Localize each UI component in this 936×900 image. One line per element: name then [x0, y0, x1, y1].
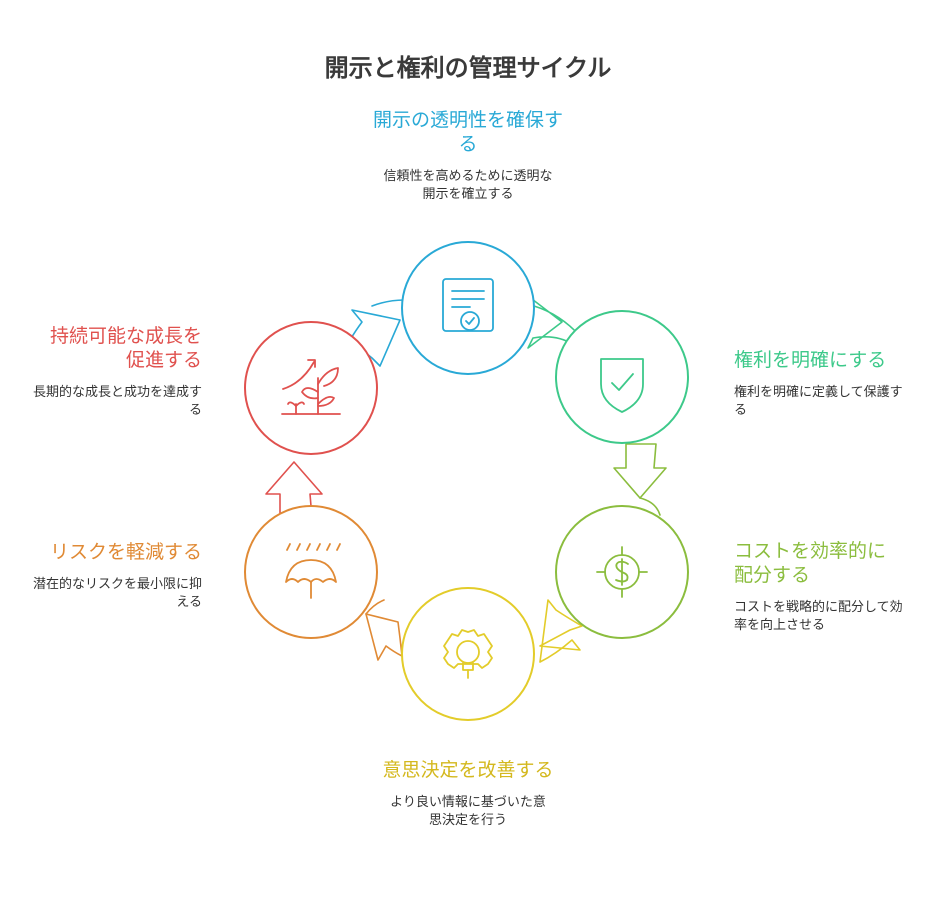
step-circle-green — [555, 310, 689, 444]
step-label-green: 権利を明確にする 権利を明確に定義して保護する — [734, 348, 914, 420]
step-label-orange: リスクを軽減する 潜在的なリスクを最小限に抑える — [22, 540, 202, 612]
step-description: 潜在的なリスクを最小限に抑える — [32, 577, 202, 610]
certificate-icon — [442, 278, 494, 332]
shield-check-icon — [600, 358, 644, 413]
step-label-blue: 開示の透明性を確保する 信頼性を高めるために透明な開示を確立する — [368, 108, 568, 204]
step-title: 開示の透明性を確保する — [372, 109, 563, 155]
step-label-lime: コストを効率的に配分する コストを戦略的に配分して効率を向上させる — [734, 539, 924, 635]
arrow-yellow-to-orange — [365, 599, 403, 661]
step-circle-blue — [401, 241, 535, 375]
umbrella-rain-icon — [285, 543, 341, 599]
step-title: 権利を明確にする — [734, 349, 887, 371]
step-description: 長期的な成長と成功を達成する — [32, 385, 202, 418]
step-title: リスクを軽減する — [49, 541, 202, 563]
step-description: より良い情報に基づいた意思決定を行う — [390, 795, 546, 828]
arrow-lime-to-yellow — [539, 599, 583, 663]
arrow-green-to-lime — [613, 443, 667, 516]
step-circle-orange — [244, 505, 378, 639]
step-label-yellow: 意思決定を改善する より良い情報に基づいた意思決定を行う — [378, 758, 558, 830]
sprout-growth-icon — [281, 359, 341, 415]
step-description: 信頼性を高めるために透明な開示を確立する — [383, 169, 553, 202]
dollar-target-icon — [596, 546, 648, 598]
step-label-red: 持続可能な成長を促進する 長期的な成長と成功を達成する — [22, 324, 202, 420]
diagram-title: 開示と権利の管理サイクル — [324, 54, 612, 82]
step-title: コストを効率的に配分する — [734, 540, 887, 586]
step-circle-yellow — [401, 587, 535, 721]
step-description: コストを戦略的に配分して効率を向上させる — [734, 600, 903, 633]
lightbulb-gear-icon — [443, 629, 493, 679]
step-title: 持続可能な成長を促進する — [49, 325, 202, 371]
step-description: 権利を明確に定義して保護する — [734, 385, 903, 418]
step-title: 意思決定を改善する — [382, 759, 554, 781]
